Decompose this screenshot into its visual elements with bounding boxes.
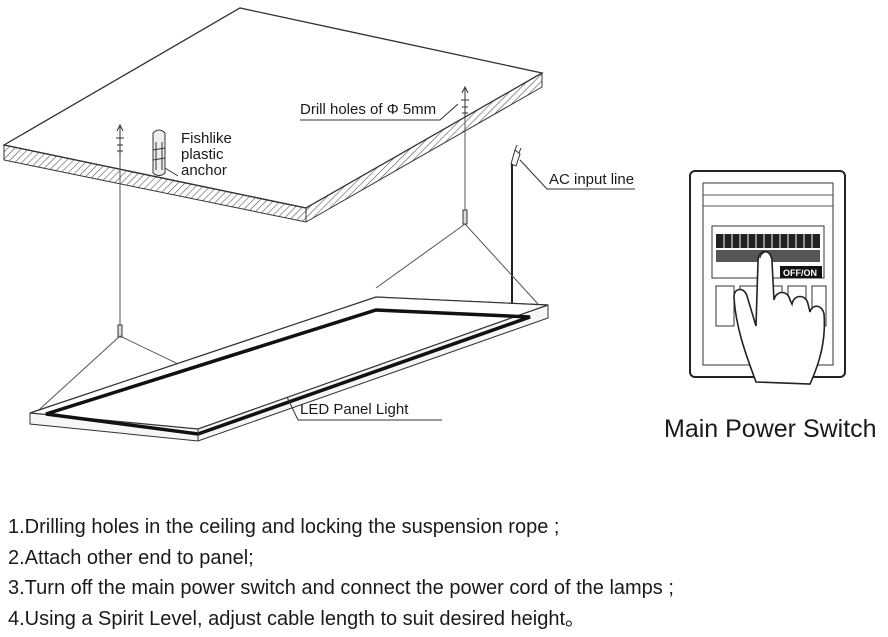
step-4: 4.Using a Spirit Level, adjust cable len… bbox=[8, 607, 586, 630]
led-panel-label: LED Panel Light bbox=[300, 401, 409, 418]
step-3: 3.Turn off the main power switch and con… bbox=[8, 577, 674, 599]
ac-plug-icon bbox=[510, 144, 522, 167]
ac-input-label: AC input line bbox=[549, 171, 634, 188]
hand-icon bbox=[733, 250, 826, 385]
led-panel bbox=[29, 296, 549, 442]
step-1: 1.Drilling holes in the ceiling and lock… bbox=[8, 516, 560, 538]
anchor-label-line-3: anchor bbox=[181, 162, 227, 179]
leader-lines bbox=[164, 103, 635, 421]
left-rope-gripper bbox=[117, 324, 123, 338]
anchor-label-line-2: plastic bbox=[181, 146, 224, 163]
switch-off-on-tag: OFF/ON bbox=[783, 268, 817, 278]
left-drill-hole-icon bbox=[116, 123, 124, 158]
instruction-steps: 1.Drilling holes in the ceiling and lock… bbox=[8, 512, 674, 634]
main-power-switch-title: Main Power Switch bbox=[664, 415, 877, 443]
ceiling-slab bbox=[2, 7, 544, 223]
plastic-anchor-icon bbox=[152, 129, 166, 176]
right-rope-gripper bbox=[462, 209, 468, 225]
drill-holes-label: Drill holes of Φ 5mm bbox=[300, 101, 436, 118]
step-2: 2.Attach other end to panel; bbox=[8, 546, 254, 569]
anchor-label-line-1: Fishlike bbox=[181, 130, 232, 147]
right-drill-hole-icon bbox=[461, 85, 469, 118]
